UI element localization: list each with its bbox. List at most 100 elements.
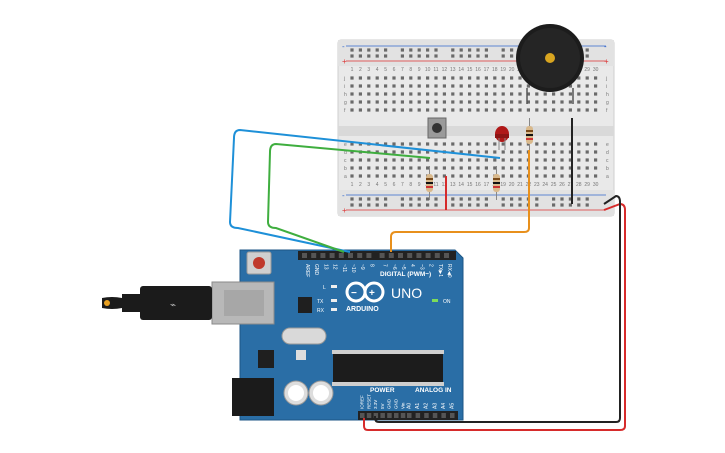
breadboard-hole[interactable] [409, 84, 413, 88]
breadboard-hole[interactable] [375, 92, 379, 96]
rail-hole[interactable] [434, 48, 438, 52]
breadboard-hole[interactable] [459, 174, 463, 178]
breadboard-hole[interactable] [577, 166, 581, 170]
breadboard-hole[interactable] [350, 76, 354, 80]
rail-hole[interactable] [568, 197, 572, 201]
breadboard-hole[interactable] [543, 142, 547, 146]
digital-pin-socket[interactable] [416, 253, 422, 258]
breadboard-hole[interactable] [552, 92, 556, 96]
breadboard-hole[interactable] [484, 174, 488, 178]
breadboard-hole[interactable] [518, 166, 522, 170]
breadboard-hole[interactable] [358, 108, 362, 112]
breadboard-hole[interactable] [518, 158, 522, 162]
breadboard-hole[interactable] [468, 92, 472, 96]
breadboard-hole[interactable] [594, 108, 598, 112]
rail-hole[interactable] [384, 197, 388, 201]
breadboard-hole[interactable] [518, 92, 522, 96]
rail-hole[interactable] [417, 203, 421, 207]
rail-hole[interactable] [476, 48, 480, 52]
breadboard-hole[interactable] [484, 84, 488, 88]
rail-hole[interactable] [400, 48, 404, 52]
breadboard-hole[interactable] [392, 142, 396, 146]
breadboard-hole[interactable] [526, 92, 530, 96]
breadboard-hole[interactable] [568, 84, 572, 88]
breadboard-hole[interactable] [501, 100, 505, 104]
breadboard-hole[interactable] [392, 174, 396, 178]
breadboard-hole[interactable] [594, 158, 598, 162]
digital-pin-socket[interactable] [302, 253, 307, 258]
breadboard-hole[interactable] [526, 108, 530, 112]
breadboard-hole[interactable] [594, 84, 598, 88]
rail-hole[interactable] [417, 197, 421, 201]
digital-pin-socket[interactable] [348, 253, 353, 258]
analog-pin-socket[interactable] [407, 413, 412, 418]
breadboard-hole[interactable] [535, 158, 539, 162]
breadboard-hole[interactable] [442, 100, 446, 104]
rail-hole[interactable] [585, 197, 589, 201]
rail-hole[interactable] [484, 203, 488, 207]
breadboard-hole[interactable] [501, 92, 505, 96]
breadboard-hole[interactable] [560, 174, 564, 178]
breadboard-hole[interactable] [459, 84, 463, 88]
breadboard-hole[interactable] [476, 100, 480, 104]
breadboard-hole[interactable] [560, 100, 564, 104]
breadboard-hole[interactable] [484, 100, 488, 104]
breadboard-hole[interactable] [442, 84, 446, 88]
rail-hole[interactable] [459, 197, 463, 201]
breadboard-hole[interactable] [384, 158, 388, 162]
breadboard-hole[interactable] [409, 108, 413, 112]
breadboard-hole[interactable] [501, 142, 505, 146]
breadboard-hole[interactable] [400, 76, 404, 80]
breadboard-hole[interactable] [400, 166, 404, 170]
breadboard-hole[interactable] [501, 150, 505, 154]
rail-hole[interactable] [459, 54, 463, 58]
breadboard-hole[interactable] [568, 150, 572, 154]
breadboard-hole[interactable] [392, 100, 396, 104]
rail-hole[interactable] [518, 197, 522, 201]
breadboard-hole[interactable] [459, 142, 463, 146]
rail-hole[interactable] [350, 197, 354, 201]
breadboard-hole[interactable] [459, 108, 463, 112]
breadboard-hole[interactable] [434, 142, 438, 146]
digital-pin-socket[interactable] [434, 253, 440, 258]
breadboard-hole[interactable] [434, 76, 438, 80]
rail-hole[interactable] [409, 54, 413, 58]
breadboard-hole[interactable] [358, 142, 362, 146]
rail-hole[interactable] [585, 48, 589, 52]
rail-hole[interactable] [476, 203, 480, 207]
rail-hole[interactable] [375, 48, 379, 52]
breadboard-hole[interactable] [594, 142, 598, 146]
breadboard-hole[interactable] [518, 108, 522, 112]
breadboard-hole[interactable] [417, 92, 421, 96]
analog-pin-socket[interactable] [424, 413, 429, 418]
rail-hole[interactable] [350, 54, 354, 58]
breadboard-hole[interactable] [577, 142, 581, 146]
breadboard-hole[interactable] [442, 76, 446, 80]
breadboard-hole[interactable] [417, 158, 421, 162]
power-pin-socket[interactable] [394, 413, 399, 418]
breadboard-hole[interactable] [358, 76, 362, 80]
wire-red-power[interactable] [363, 202, 626, 431]
breadboard-hole[interactable] [493, 100, 497, 104]
breadboard-hole[interactable] [367, 84, 371, 88]
rail-hole[interactable] [510, 54, 514, 58]
breadboard-hole[interactable] [535, 100, 539, 104]
breadboard-hole[interactable] [375, 166, 379, 170]
breadboard-hole[interactable] [384, 92, 388, 96]
rail-hole[interactable] [417, 48, 421, 52]
rail-hole[interactable] [501, 203, 505, 207]
rail-hole[interactable] [367, 197, 371, 201]
breadboard-hole[interactable] [400, 142, 404, 146]
analog-pin-socket[interactable] [432, 413, 438, 418]
power-pin-socket[interactable] [400, 413, 406, 418]
breadboard-hole[interactable] [468, 174, 472, 178]
breadboard-hole[interactable] [585, 92, 589, 96]
breadboard-hole[interactable] [358, 174, 362, 178]
breadboard-hole[interactable] [400, 84, 404, 88]
breadboard-hole[interactable] [434, 166, 438, 170]
breadboard-hole[interactable] [468, 142, 472, 146]
breadboard-hole[interactable] [417, 142, 421, 146]
breadboard-hole[interactable] [594, 150, 598, 154]
rail-hole[interactable] [501, 54, 505, 58]
breadboard-hole[interactable] [392, 76, 396, 80]
